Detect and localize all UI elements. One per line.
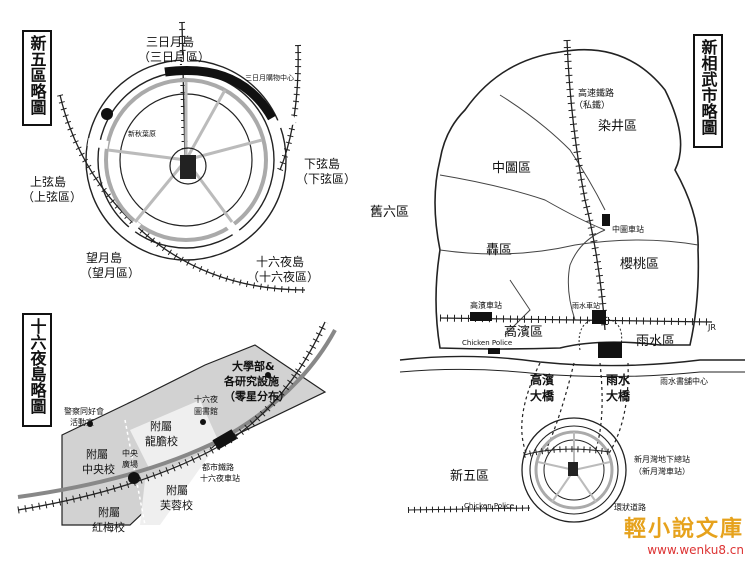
label-amemizu-station: 雨水車站 <box>572 301 600 310</box>
label-fuyo-1: 附屬 <box>166 483 188 497</box>
label-sakuramomo: 櫻桃區 <box>620 257 659 272</box>
izayoi-station-marker <box>212 429 238 450</box>
title-izayoi-island: 十六夜島略圖 <box>22 313 52 427</box>
watermark: 輕小說文庫 www.wenku8.cn <box>624 511 744 557</box>
label-amemizu-bridge-1: 雨水 <box>606 372 631 387</box>
label-university-3: （零星分布） <box>224 389 290 403</box>
label-mochizuki: 望月島 <box>86 250 122 265</box>
watermark-url: www.wenku8.cn <box>647 543 744 557</box>
label-takahama-ku: 高濱區 <box>504 324 543 340</box>
label-university-2: 各研究設施 <box>223 374 279 388</box>
label-station-1: 都市鐵路 <box>202 462 234 472</box>
title-shin-sagami-city: 新相武市略圖 <box>693 34 723 148</box>
amemizu-block <box>598 342 622 358</box>
railway-line <box>59 94 306 291</box>
label-shinaki: 新秋葉原 <box>128 129 156 138</box>
label-fuyo-2: 芙蓉校 <box>160 498 193 512</box>
label-kyuroku: 舊六區 <box>370 205 409 220</box>
label-shingetsu-station-2: （新月灣車站） <box>634 466 690 476</box>
police-club-marker <box>87 421 93 427</box>
shin-sagami-city-map: 高速鐵路 （私鐵） 染井區 中圖區 舊六區 中圖車站 轟區 櫻桃區 高濱車站 雨… <box>370 39 745 523</box>
label-shopping-center: 三日月購物中心 <box>245 73 294 82</box>
label-mikazuki-ku: （三日月區） <box>138 50 210 64</box>
mini-ring-outer <box>521 417 627 523</box>
new-five-district-map: 三日月島 （三日月區） 三日月購物中心 新秋葉原 上弦島 （上弦區） 下弦島 （… <box>22 21 356 293</box>
label-kagen-ku: （下弦區） <box>296 171 356 186</box>
label-amemizu-books: 雨水書舖中心 <box>660 376 708 386</box>
label-library-2: 圖書館 <box>194 406 218 416</box>
label-chuto-station: 中圖車站 <box>612 224 644 234</box>
label-central-plaza-1: 中央 <box>122 448 138 458</box>
title-text: 新五區略圖 <box>27 35 47 115</box>
ring-road <box>104 78 268 242</box>
railway-line <box>279 44 299 171</box>
title-new-five-district: 新五區略圖 <box>22 30 52 126</box>
takahama-bridge <box>521 362 541 456</box>
label-chicken-police-2: Chicken Police <box>464 502 514 510</box>
label-expressway-1: 高速鐵路 <box>578 87 614 99</box>
label-todoroki: 轟區 <box>486 242 512 258</box>
label-izayoi-ku: （十六夜區） <box>247 269 319 284</box>
label-library-1: 十六夜 <box>194 394 218 404</box>
label-koubai-2: 紅梅校 <box>92 520 125 534</box>
chicken-police-marker <box>488 348 500 354</box>
label-jogen: 上弦島 <box>30 174 66 189</box>
central-building <box>180 155 196 179</box>
mini-ring-building <box>568 462 578 476</box>
title-text: 新相武市略圖 <box>698 39 718 135</box>
watermark-text: 輕小說文庫 <box>623 517 744 542</box>
label-somei: 染井區 <box>598 119 637 134</box>
university-marker <box>265 372 271 378</box>
label-ryutan-1: 附屬 <box>150 419 172 433</box>
city-landmass <box>434 48 700 350</box>
label-shingetsu-station-1: 新月灣地下總站 <box>634 454 690 464</box>
label-chicken-police-1: Chicken Police <box>462 339 512 347</box>
label-police-1: 警察同好會 <box>64 406 104 416</box>
amemizu-bridge <box>594 362 603 453</box>
label-takahama-station: 高濱車站 <box>470 300 502 310</box>
label-mikazuki: 三日月島 <box>146 34 194 49</box>
label-ryutan-2: 龍膽校 <box>145 434 178 448</box>
label-station-2: 十六夜車站 <box>200 473 240 483</box>
label-chuto: 中圖區 <box>492 161 531 176</box>
label-chuo-1: 附屬 <box>86 447 108 461</box>
shinaki-marker <box>101 108 113 120</box>
library-marker <box>200 419 206 425</box>
title-text: 十六夜島略圖 <box>27 318 47 414</box>
label-central-plaza-2: 廣場 <box>122 459 138 469</box>
chuto-station-marker <box>602 214 610 226</box>
takahama-station-marker <box>470 312 492 321</box>
label-takahama-bridge-1: 高濱 <box>530 372 554 387</box>
label-police-2: 活動室 <box>70 417 94 427</box>
label-amemizu-bridge-2: 大橋 <box>606 388 631 403</box>
izayoi-island-map: 大學部& 各研究設施 （零星分布） 警察同好會 活動室 十六夜 圖書館 附屬 龍… <box>17 320 337 534</box>
label-takahama-bridge-2: 大橋 <box>530 388 555 403</box>
label-jr: JR <box>707 323 716 332</box>
label-koubai-1: 附屬 <box>98 505 120 519</box>
amemizu-station-marker <box>592 310 606 324</box>
label-amemizu-ku: 雨水區 <box>636 334 675 349</box>
label-shingoku: 新五區 <box>450 468 489 484</box>
label-jogen-ku: （上弦區） <box>22 189 82 204</box>
label-mochizuki-ku: （望月區） <box>80 266 140 280</box>
label-izayoi: 十六夜島 <box>256 254 304 269</box>
label-rail: 環狀道路 <box>614 502 646 512</box>
label-expressway-2: （私鐵） <box>574 99 610 111</box>
label-university-1: 大學部& <box>232 359 275 373</box>
shopping-center-marker <box>164 66 276 121</box>
label-chuo-2: 中央校 <box>82 462 115 476</box>
railway-ticks <box>563 39 609 331</box>
label-kagen: 下弦島 <box>304 156 340 171</box>
central-plaza-marker <box>128 472 140 484</box>
